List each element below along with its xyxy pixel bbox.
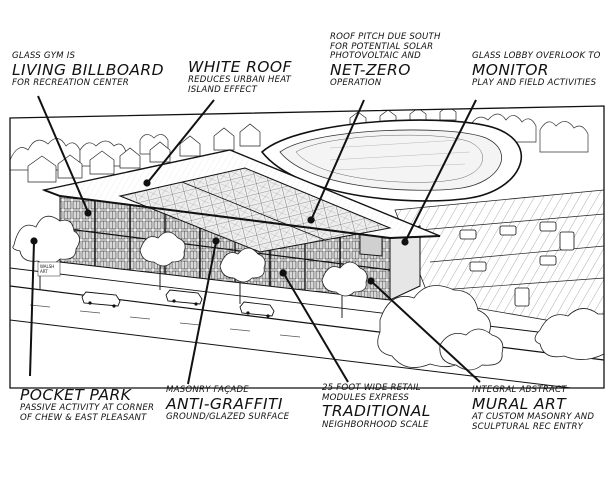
annotation-post: REDUCES URBAN HEAT	[188, 75, 292, 86]
annotation-post: SCULPTURAL REC ENTRY	[472, 421, 584, 432]
annotation-post: PASSIVE ACTIVITY AT CORNER	[20, 403, 155, 414]
annotation-pre: FOR POTENTIAL SOLAR	[330, 41, 434, 52]
annotation-title: TRADITIONAL	[322, 402, 431, 421]
annotation-pocket-park: POCKET PARK PASSIVE ACTIVITY AT CORNER O…	[20, 386, 155, 424]
leader-lines	[29, 95, 481, 385]
drawing-frame	[9, 105, 605, 389]
street	[10, 267, 604, 388]
leader-monitor	[405, 99, 477, 241]
annotation-mural-art: INTEGRAL ABSTRACT MURAL ART AT CUSTOM MA…	[472, 385, 595, 432]
annotation-pre: GLASS GYM IS	[12, 51, 76, 61]
annotation-post: NEIGHBORHOOD SCALE	[322, 419, 429, 430]
drawing-scene	[10, 106, 604, 388]
annotation-net-zero: ROOF PITCH DUE SOUTH FOR POTENTIAL SOLAR…	[330, 32, 441, 89]
leader-traditional	[283, 273, 349, 383]
annotation-post: OPERATION	[330, 78, 382, 89]
annotation-title: LIVING BILLBOARD	[12, 60, 164, 79]
annotation-post: PLAY AND FIELD ACTIVITIES	[472, 77, 597, 88]
annotation-title: ANTI-GRAFFITI	[166, 394, 283, 413]
leader-living-billboard	[37, 95, 89, 213]
annotation-post: GROUND/GLAZED SURFACE	[166, 411, 290, 422]
tree-trunks	[39, 266, 343, 318]
annotation-post: OF CHEW & EAST PLEASANT	[20, 412, 147, 423]
annotation-monitor: GLASS LOBBY OVERLOOK TO MONITOR PLAY AND…	[472, 51, 601, 89]
annotation-white-roof: WHITE ROOF REDUCES URBAN HEAT ISLAND EFF…	[188, 58, 292, 96]
annotation-traditional: 25 FOOT WIDE RETAIL MODULES EXPRESS TRAD…	[322, 383, 431, 430]
annotation-pre: PHOTOVOLTAIC AND	[330, 51, 421, 62]
annotation-title: MURAL ART	[472, 394, 567, 413]
annotation-title: MONITOR	[472, 60, 549, 79]
leader-white-roof	[147, 99, 215, 183]
annotation-anti-graffiti: MASONRY FAÇADE ANTI-GRAFFITI GROUND/GLAZ…	[166, 385, 290, 423]
leader-anti-graffiti	[187, 241, 217, 385]
leader-pocket-park	[29, 241, 35, 377]
annotation-living-billboard: GLASS GYM IS LIVING BILLBOARD FOR RECREA…	[12, 51, 164, 89]
artist-signature	[37, 261, 61, 277]
recreation-building	[41, 149, 441, 301]
annotation-pre: MODULES EXPRESS	[322, 392, 409, 403]
signature-text: WALSH ART	[40, 264, 55, 274]
athletic-field	[260, 119, 522, 202]
annotation-title: POCKET PARK	[20, 386, 132, 404]
annotation-title: WHITE ROOF	[188, 58, 292, 76]
annotation-pre: GLASS LOBBY OVERLOOK TO	[472, 51, 601, 61]
annotation-post: AT CUSTOM MASONRY AND	[472, 411, 595, 422]
annotation-pre: ROOF PITCH DUE SOUTH	[330, 32, 441, 42]
leader-mural-art	[371, 281, 481, 383]
annotation-pre: 25 FOOT WIDE RETAIL	[322, 383, 421, 393]
annotation-post: FOR RECREATION CENTER	[12, 77, 129, 88]
annotation-pre: INTEGRAL ABSTRACT	[472, 385, 567, 395]
annotation-title: NET-ZERO	[330, 60, 411, 79]
leader-net-zero	[311, 99, 365, 219]
annotation-post: ISLAND EFFECT	[188, 84, 258, 95]
annotation-pre: MASONRY FAÇADE	[166, 385, 249, 395]
